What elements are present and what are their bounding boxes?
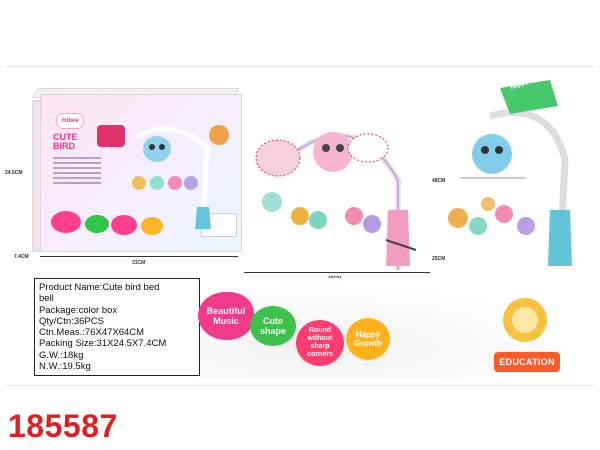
box-mobile-illustration [132, 126, 211, 229]
box-bubble-growth [141, 217, 163, 235]
mobile-height-label: 48CM [432, 178, 446, 184]
box-depth-label: 7.4CM [14, 254, 29, 260]
box-bubble-round [111, 215, 137, 235]
info-line: Qty/Ctn:36PCS [39, 315, 104, 327]
toy-width-line [244, 272, 430, 273]
info-line: G.W.:18kg [39, 349, 84, 361]
education-badge: EDUCATION [494, 352, 560, 372]
brand-logo: mibee [56, 113, 84, 129]
feature-round-corners: Round without sharp corners [296, 320, 344, 366]
package-box: mibee CUTE BIRD [32, 84, 242, 254]
box-bubble-music [51, 211, 81, 233]
info-line: Ctn.Meas.:76X47X64CM [39, 327, 145, 339]
toy-height-label: 25CM [432, 256, 446, 262]
feature-beautiful-music: Beautiful Music [198, 292, 254, 340]
feature-cute-shape: Cute shape [250, 306, 296, 346]
lion-face-icon [512, 307, 538, 333]
info-line: Package:color box [39, 304, 118, 316]
pink-mobile-illustration [255, 132, 417, 270]
info-line: Product Name:Cute bird bed [39, 282, 160, 293]
info-line: Packing Size:31X24.5X7.4CM [39, 338, 167, 350]
product-info-panel: Product Name:Cute bird bed bell Package:… [34, 278, 200, 376]
box-front-face: mibee CUTE BIRD [40, 94, 242, 252]
box-bubble-shape [85, 215, 109, 233]
box-width-label: 31CM [132, 260, 146, 266]
sku-number: 185587 [8, 408, 118, 444]
box-title: CUTE BIRD [53, 132, 78, 151]
happy-growth-badge [97, 125, 125, 147]
box-feature-lines [53, 157, 101, 187]
product-frame [6, 66, 594, 386]
blue-mobile-illustration [448, 80, 572, 266]
info-line: bell [39, 293, 54, 305]
info-line: N.W.:19.5kg [39, 361, 91, 373]
box-width-line [40, 256, 238, 257]
certification-icon [209, 125, 229, 145]
box-height-label: 24.5CM [5, 170, 23, 176]
feature-happy-growth: Happy Growth [346, 318, 390, 360]
